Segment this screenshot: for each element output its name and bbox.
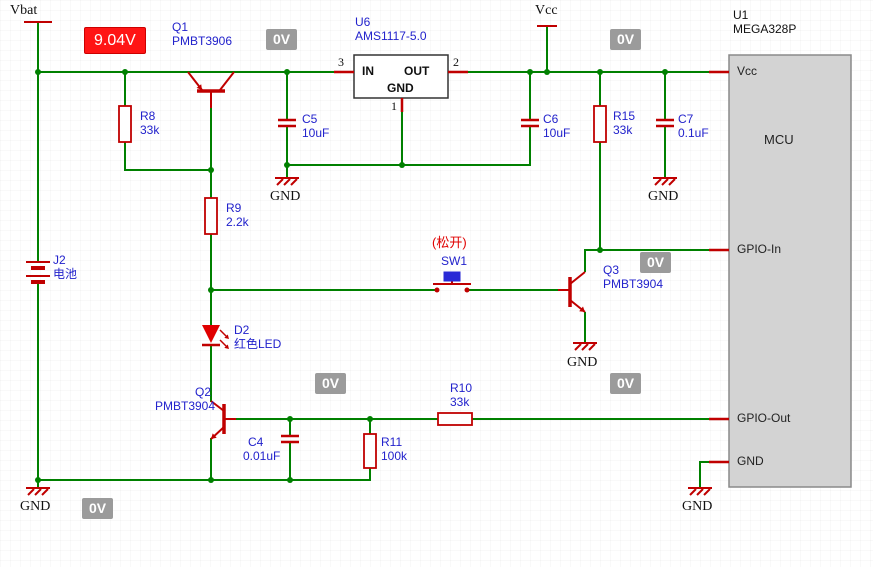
- probe-ov-gpio-out-left[interactable]: 0V: [315, 373, 347, 394]
- net-label-gnd-q3: GND: [567, 355, 598, 370]
- label-u6-ref: U6: [355, 15, 371, 29]
- probe-vbat-voltage[interactable]: 9.04V: [84, 27, 146, 55]
- resistor-R9[interactable]: [204, 197, 218, 235]
- label-c5-ref: C5: [302, 112, 318, 126]
- label-r9-ref: R9: [226, 201, 242, 215]
- label-d2-value: 红色LED: [234, 337, 282, 351]
- led-D2[interactable]: [202, 325, 229, 349]
- label-c6-value: 10uF: [543, 126, 571, 140]
- label-r15-ref: R15: [613, 109, 636, 123]
- junction-dots: [35, 69, 668, 483]
- net-label-gnd-c5: GND: [270, 189, 301, 204]
- wire-segments: [37, 21, 710, 489]
- label-r8-ref: R8: [140, 109, 156, 123]
- mcu-pin-gpio-in: GPIO-In: [737, 242, 782, 256]
- regulator-pin-in-number: 3: [338, 55, 344, 69]
- battery-J2[interactable]: [26, 261, 50, 284]
- label-q3-part: PMBT3904: [603, 277, 664, 291]
- resistor-R15[interactable]: [593, 105, 607, 143]
- label-d2-ref: D2: [234, 323, 250, 337]
- label-sw1-ref: SW1: [441, 254, 468, 268]
- gnd-symbol-mcu-icon[interactable]: [688, 487, 712, 496]
- probe-ov-reg-in[interactable]: 0V: [266, 29, 298, 50]
- regulator-pin-in-label: IN: [362, 64, 374, 78]
- mcu-pin-gnd: GND: [737, 454, 764, 468]
- mcu-U1[interactable]: [709, 54, 852, 488]
- gnd-symbol-c5-icon[interactable]: [275, 177, 299, 186]
- probe-ov-gnd[interactable]: 0V: [82, 498, 114, 519]
- label-r11-value: 100k: [381, 449, 408, 463]
- resistor-R10[interactable]: [437, 412, 473, 426]
- capacitor-C6[interactable]: [521, 118, 539, 128]
- label-q2-part: PMBT3904: [155, 399, 216, 413]
- regulator-pin-gnd-label: GND: [387, 81, 414, 95]
- net-label-vbat: Vbat: [10, 3, 38, 18]
- label-sw1-state: (松开): [432, 235, 467, 250]
- regulator-U6[interactable]: [334, 54, 468, 112]
- transistor-Q2[interactable]: [210, 400, 236, 440]
- capacitor-C4[interactable]: [281, 434, 299, 444]
- label-c5-value: 10uF: [302, 126, 330, 140]
- label-r11-ref: R11: [381, 435, 403, 449]
- probe-ov-vcc[interactable]: 0V: [610, 29, 642, 50]
- resistor-R11[interactable]: [363, 433, 377, 469]
- label-c7-ref: C7: [678, 112, 694, 126]
- label-u1-part: MEGA328P: [733, 22, 797, 36]
- label-j2-ref: J2: [53, 253, 66, 267]
- label-q2-ref: Q2: [195, 385, 212, 399]
- net-label-gnd-left: GND: [20, 499, 51, 514]
- mcu-pin-vcc: Vcc: [737, 64, 758, 78]
- mcu-name: MCU: [764, 132, 794, 147]
- label-q3-ref: Q3: [603, 263, 620, 277]
- label-c4-ref: C4: [248, 435, 264, 449]
- mcu-pin-gpio-out: GPIO-Out: [737, 411, 791, 425]
- label-q1-ref: Q1: [172, 20, 189, 34]
- probe-ov-gpio-in[interactable]: 0V: [640, 252, 672, 273]
- label-c6-ref: C6: [543, 112, 559, 126]
- gnd-symbol-left-icon[interactable]: [26, 487, 50, 496]
- regulator-pin-out-label: OUT: [404, 64, 430, 78]
- label-r9-value: 2.2k: [226, 215, 249, 229]
- resistor-R8[interactable]: [118, 105, 132, 143]
- label-c7-value: 0.1uF: [678, 126, 709, 140]
- label-q1-part: PMBT3906: [172, 34, 233, 48]
- label-u6-part: AMS1117-5.0: [355, 29, 427, 43]
- label-c4-value: 0.01uF: [243, 449, 281, 463]
- label-u1-ref: U1: [733, 8, 749, 22]
- regulator-pin-gnd-number: 1: [391, 99, 397, 113]
- net-label-vcc: Vcc: [535, 3, 558, 18]
- label-r10-value: 33k: [450, 395, 470, 409]
- label-j2-value: 电池: [53, 267, 78, 281]
- gnd-symbol-c7-icon[interactable]: [653, 177, 677, 186]
- capacitor-C5[interactable]: [278, 118, 296, 128]
- label-r10-ref: R10: [450, 381, 473, 395]
- label-r15-value: 33k: [613, 123, 633, 137]
- switch-SW1[interactable]: [433, 271, 471, 293]
- capacitor-C7[interactable]: [656, 118, 674, 128]
- net-label-gnd-c7: GND: [648, 189, 679, 204]
- regulator-pin-out-number: 2: [453, 55, 459, 69]
- net-label-gnd-mcu: GND: [682, 499, 713, 514]
- transistor-Q1[interactable]: [187, 71, 235, 108]
- label-r8-value: 33k: [140, 123, 160, 137]
- gnd-symbol-q3-icon[interactable]: [573, 342, 597, 351]
- probe-ov-gpio-out-right[interactable]: 0V: [610, 373, 642, 394]
- transistor-Q3[interactable]: [558, 271, 586, 313]
